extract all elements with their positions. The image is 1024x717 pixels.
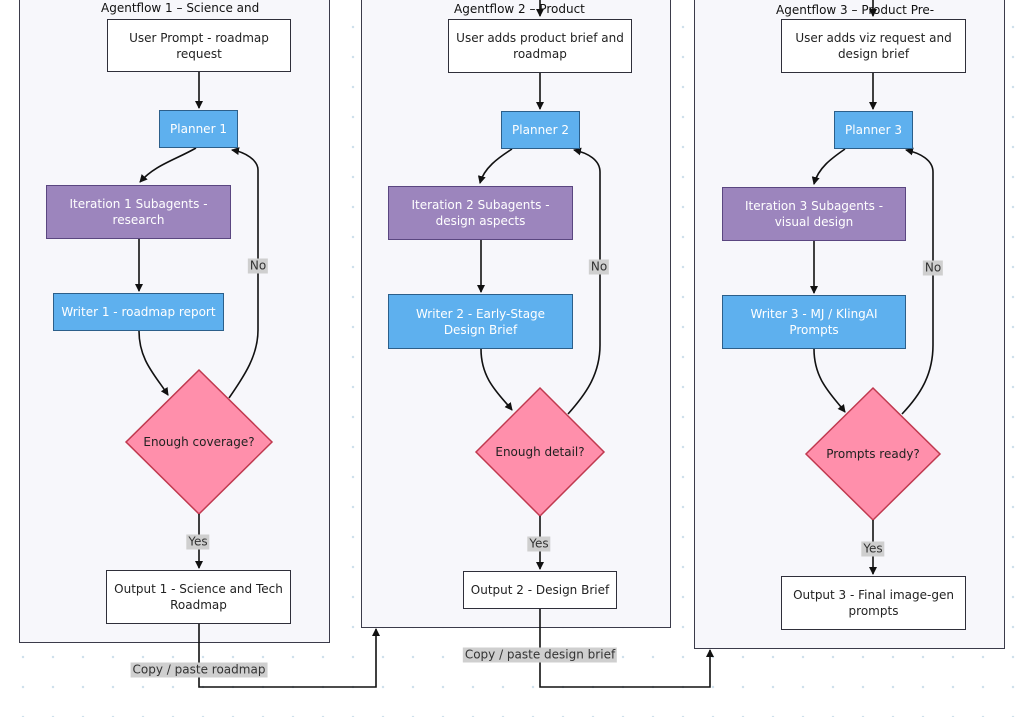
edge-decision3-planner3-no bbox=[901, 147, 934, 415]
flow3-iteration-node[interactable]: Iteration 3 Subagents - visual design bbox=[722, 187, 906, 241]
flow1-input-node[interactable]: User Prompt - roadmap request bbox=[107, 19, 291, 72]
edge-planner2-iteration2 bbox=[477, 148, 513, 184]
flow2-yes-label: Yes bbox=[527, 536, 551, 552]
flow1-planner-label: Planner 1 bbox=[170, 122, 227, 136]
flow2-input-label: User adds product brief and roadmap bbox=[456, 31, 624, 61]
flow1-writer-node[interactable]: Writer 1 - roadmap report bbox=[53, 293, 224, 331]
flow2-output-label: Output 2 - Design Brief bbox=[470, 583, 610, 597]
flow3-decision-label: Prompts ready? bbox=[826, 447, 920, 461]
edge-planner1-iteration1 bbox=[139, 147, 197, 183]
flow3-writer-node[interactable]: Writer 3 - MJ / KlingAI Prompts bbox=[722, 295, 906, 349]
edge-writer1-decision1 bbox=[138, 330, 169, 396]
flow3-yes-label: Yes bbox=[861, 541, 885, 557]
agentflow-3-title: Agentflow 3 – Product Pre- bbox=[776, 3, 935, 17]
flow3-output-label: Output 3 - Final image-gen prompts bbox=[793, 588, 954, 618]
flow3-planner-label: Planner 3 bbox=[845, 123, 902, 137]
flow2-iteration-label: Iteration 2 Subagents - design aspects bbox=[411, 198, 550, 228]
handoff-1-label: Copy / paste roadmap bbox=[130, 662, 268, 678]
edge-writer3-decision3 bbox=[813, 348, 846, 413]
edge-writer2-decision2 bbox=[480, 348, 513, 411]
flow1-input-label: User Prompt - roadmap request bbox=[129, 30, 269, 61]
flow2-decision-label: Enough detail? bbox=[495, 445, 585, 459]
flow2-planner-node[interactable]: Planner 2 bbox=[501, 111, 580, 149]
flow2-output-node[interactable]: Output 2 - Design Brief bbox=[463, 571, 617, 609]
flow3-no-label: No bbox=[922, 260, 944, 276]
flow1-iteration-label: Iteration 1 Subagents - research bbox=[69, 197, 208, 227]
flow1-no-label: No bbox=[247, 258, 269, 274]
flow2-input-node[interactable]: User adds product brief and roadmap bbox=[448, 19, 632, 73]
flow3-iteration-label: Iteration 3 Subagents - visual design bbox=[744, 199, 884, 229]
flow2-no-label: No bbox=[588, 259, 610, 275]
edge-decision1-planner1-no bbox=[228, 147, 259, 399]
flow3-input-label: User adds viz request and design brief bbox=[795, 31, 952, 61]
flow1-iteration-node[interactable]: Iteration 1 Subagents - research bbox=[46, 185, 231, 239]
handoff-2-label: Copy / paste design brief bbox=[462, 647, 618, 663]
agentflow-2-title: Agentflow 2 – Product bbox=[454, 2, 585, 16]
flow2-writer-label: Writer 2 - Early-Stage Design Brief bbox=[415, 306, 546, 337]
flow2-planner-label: Planner 2 bbox=[512, 123, 569, 137]
edge-planner3-iteration3 bbox=[811, 148, 846, 185]
flow3-input-node[interactable]: User adds viz request and design brief bbox=[781, 19, 966, 73]
flow1-output-node[interactable]: Output 1 - Science and Tech Roadmap bbox=[106, 570, 291, 624]
flow1-planner-node[interactable]: Planner 1 bbox=[159, 110, 238, 148]
agentflow-1-title: Agentflow 1 – Science and bbox=[101, 1, 260, 15]
flow2-iteration-node[interactable]: Iteration 2 Subagents - design aspects bbox=[388, 186, 573, 240]
flow3-writer-label: Writer 3 - MJ / KlingAI Prompts bbox=[750, 307, 878, 337]
flow3-planner-node[interactable]: Planner 3 bbox=[834, 111, 913, 149]
flow1-writer-label: Writer 1 - roadmap report bbox=[61, 305, 216, 319]
flow1-output-label: Output 1 - Science and Tech Roadmap bbox=[114, 582, 283, 612]
edge-handoff-1-to-2 bbox=[198, 624, 380, 688]
flow2-writer-node[interactable]: Writer 2 - Early-Stage Design Brief bbox=[388, 294, 573, 349]
flow1-yes-label: Yes bbox=[186, 534, 210, 550]
edge-decision2-planner2-no bbox=[567, 147, 601, 415]
flow3-output-node[interactable]: Output 3 - Final image-gen prompts bbox=[781, 576, 966, 630]
flow1-decision-label: Enough coverage? bbox=[143, 435, 255, 449]
